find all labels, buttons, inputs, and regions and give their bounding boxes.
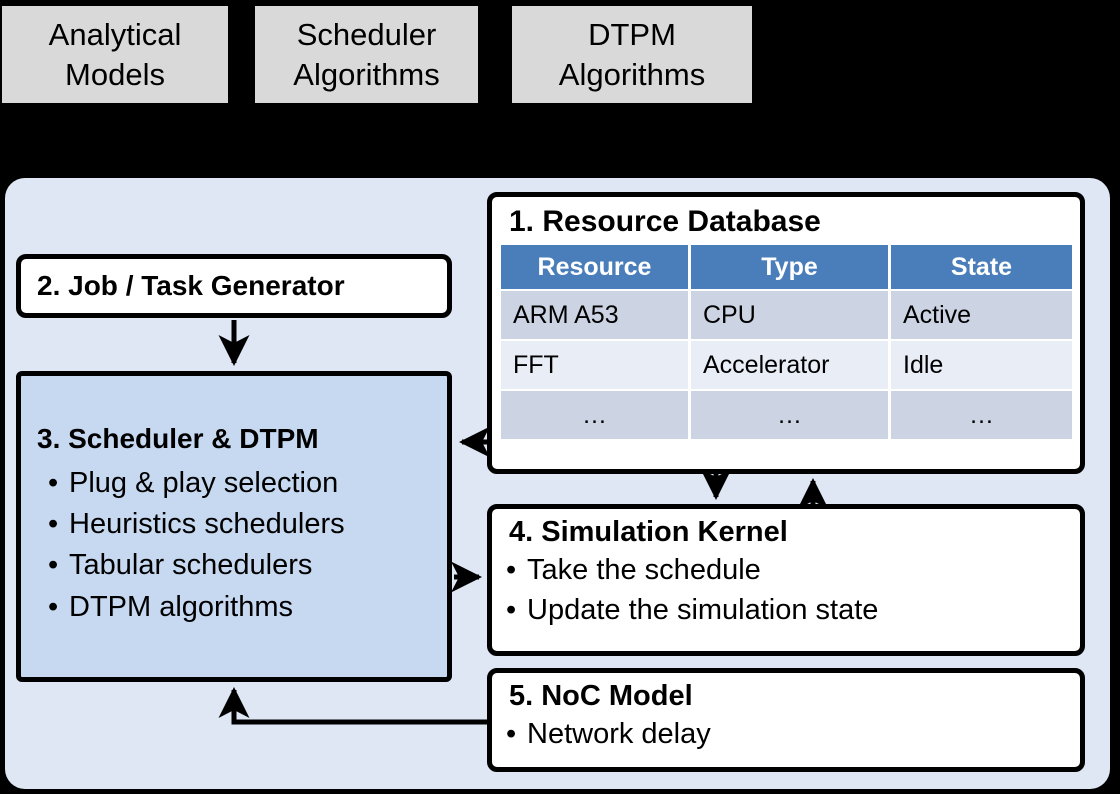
list-item: Tabular schedulers — [48, 545, 447, 586]
noc-bullet-list: Network delay — [492, 713, 1080, 754]
column-header-resource: Resource — [501, 245, 688, 289]
cell-resource: … — [501, 391, 688, 439]
top-box-dtpm-algorithms: DTPM Algorithms — [512, 6, 752, 103]
resource-table: Resource Type State ARM A53 CPU Active F… — [498, 243, 1075, 441]
top-box-scheduler-algorithms: Scheduler Algorithms — [255, 6, 478, 103]
box-noc-model[interactable]: 5. NoC Model Network delay — [487, 668, 1085, 772]
column-header-state: State — [891, 245, 1072, 289]
cell-state: Active — [891, 291, 1072, 339]
box-title: 4. Simulation Kernel — [509, 516, 788, 548]
box-job-task-generator[interactable]: 2. Job / Task Generator — [16, 254, 452, 318]
table-row: … … … — [501, 391, 1072, 439]
cell-resource: ARM A53 — [501, 291, 688, 339]
table-header-row: Resource Type State — [501, 245, 1072, 289]
cell-resource: FFT — [501, 341, 688, 389]
cell-type: Accelerator — [691, 341, 888, 389]
list-item: Plug & play selection — [48, 463, 447, 504]
box-scheduler-dtpm[interactable]: 3. Scheduler & DTPM Plug & play selectio… — [16, 371, 452, 682]
table-row: ARM A53 CPU Active — [501, 291, 1072, 339]
cell-type: … — [691, 391, 888, 439]
box-resource-database[interactable]: 1. Resource Database Resource Type State… — [487, 192, 1085, 474]
list-item: Take the schedule — [506, 550, 1080, 590]
cell-state: Idle — [891, 341, 1072, 389]
box-simulation-kernel[interactable]: 4. Simulation Kernel Take the schedule U… — [487, 504, 1085, 656]
list-item: Update the simulation state — [506, 590, 1080, 630]
list-item: Network delay — [506, 714, 1080, 754]
box-title: 5. NoC Model — [509, 680, 693, 712]
box-title: 2. Job / Task Generator — [37, 270, 345, 301]
column-header-type: Type — [691, 245, 888, 289]
simulation-kernel-bullet-list: Take the schedule Update the simulation … — [492, 549, 1080, 630]
scheduler-bullet-list: Plug & play selection Heuristics schedul… — [21, 455, 447, 628]
table-row: FFT Accelerator Idle — [501, 341, 1072, 389]
list-item: DTPM algorithms — [48, 587, 447, 628]
box-title: 1. Resource Database — [509, 205, 821, 238]
list-item: Heuristics schedulers — [48, 504, 447, 545]
top-box-analytical-models: Analytical Models — [2, 6, 228, 103]
cell-type: CPU — [691, 291, 888, 339]
box-title: 3. Scheduler & DTPM — [37, 423, 319, 454]
cell-state: … — [891, 391, 1072, 439]
